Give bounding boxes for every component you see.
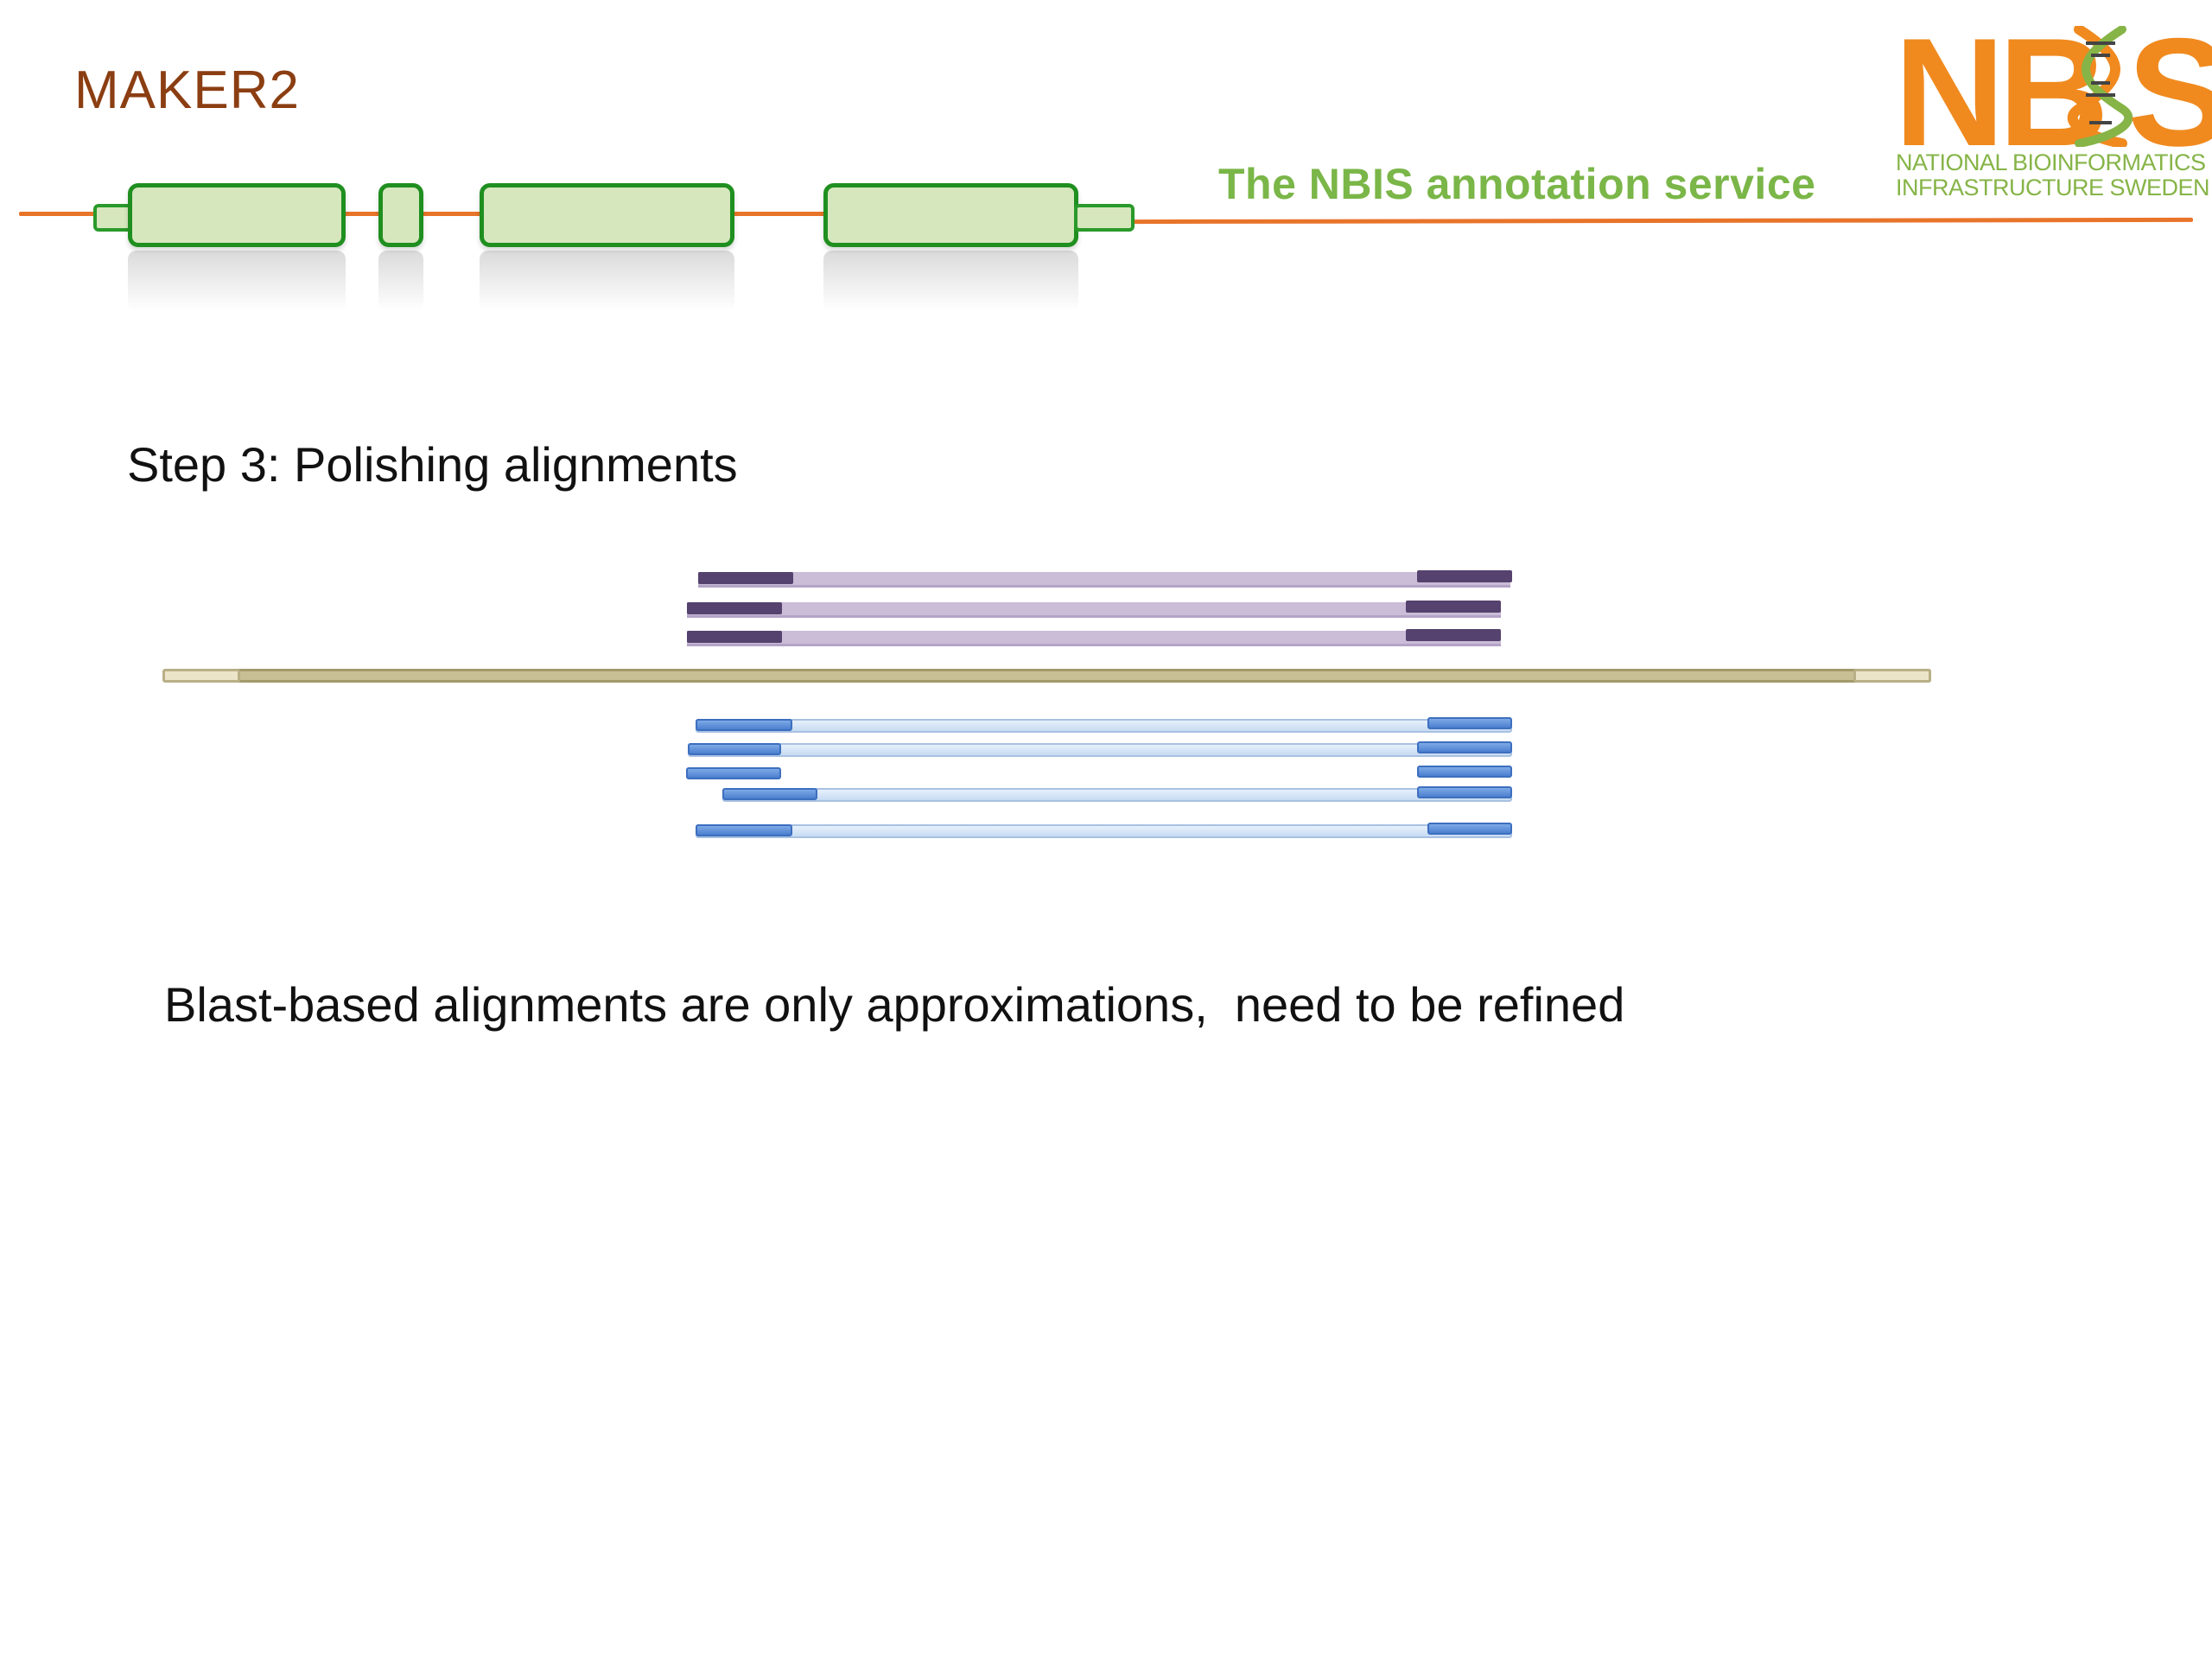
est-alignment-2-start [688, 743, 781, 755]
protein-alignment-1-start [698, 572, 793, 584]
est-alignment-1 [696, 719, 1512, 733]
est-alignment-4-end [1417, 786, 1512, 798]
genome-contig [164, 669, 1931, 683]
protein-alignment-1 [698, 572, 1510, 588]
est-alignment-2-end [1417, 741, 1512, 753]
step-heading: Step 3: Polishing alignments [127, 437, 738, 492]
exon-3 [480, 183, 734, 247]
dna-helix-icon [2067, 26, 2133, 147]
est-alignment-4-start [722, 788, 817, 800]
utr-left [93, 204, 132, 232]
protein-alignment-3-end [1406, 629, 1501, 641]
est-alignment-3-start [686, 767, 781, 779]
logo-subtitle-line1: NATIONAL BIOINFORMATICS [1896, 149, 2206, 175]
protein-alignment-2-end [1406, 601, 1501, 613]
service-tagline: The NBIS annotation service [1218, 160, 1816, 208]
exon-4 [823, 183, 1078, 247]
protein-alignment-2 [687, 602, 1501, 618]
exon-2 [378, 183, 423, 247]
protein-alignment-3-start [687, 631, 782, 643]
est-alignment-5-end [1427, 823, 1512, 835]
est-alignment-1-end [1427, 717, 1512, 729]
est-alignment-3-end [1417, 766, 1512, 778]
exon-3-reflection [480, 251, 734, 311]
exon-4-reflection [823, 251, 1078, 311]
logo-wordmark-left: NB [1894, 6, 2109, 178]
gene-line-right [1131, 217, 2194, 225]
genome-contig-right-end [1853, 669, 1931, 683]
body-text: Blast-based alignments are only approxim… [164, 977, 1625, 1032]
logo-subtitle-line2: INFRASTRUCTURE SWEDEN [1896, 175, 2210, 200]
utr-right [1074, 204, 1135, 232]
slide-title: MAKER2 [74, 60, 300, 120]
protein-alignment-2-start [687, 602, 782, 614]
protein-alignment-3 [687, 631, 1501, 646]
genome-contig-left-end [162, 669, 240, 683]
est-alignment-2 [688, 743, 1512, 757]
est-alignment-5-start [696, 824, 792, 836]
exon-1 [128, 183, 346, 247]
exon-2-reflection [378, 251, 423, 311]
logo-wordmark-right: S [2127, 6, 2212, 178]
est-alignment-4 [722, 788, 1512, 802]
protein-alignment-1-end [1417, 570, 1512, 582]
exon-1-reflection [128, 251, 346, 311]
est-alignment-1-start [696, 719, 792, 731]
est-alignment-5 [696, 824, 1512, 838]
